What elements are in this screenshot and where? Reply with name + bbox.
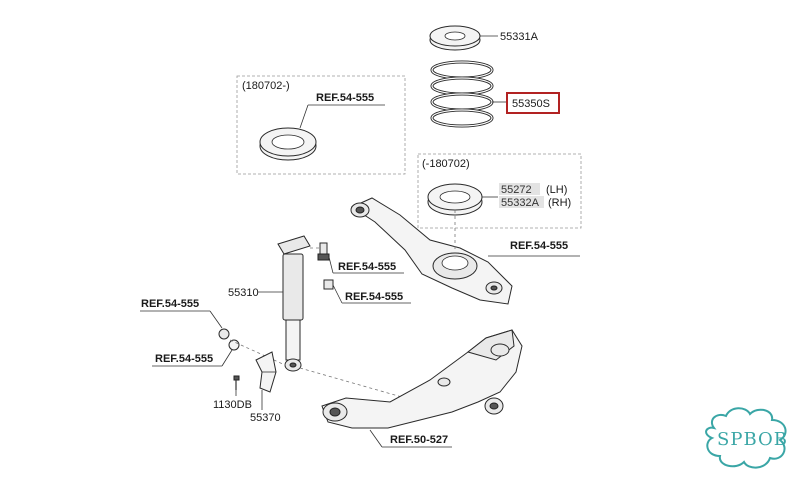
highlight-55332A [499,196,544,208]
leader-line [328,256,334,274]
leader-line [299,104,309,129]
label-period-old: (-180702) [422,158,470,170]
leader-line [221,349,233,367]
label-ref-left-top: REF.54-555 [141,298,199,310]
leader-line [332,284,343,304]
label-lh: (LH) [546,184,567,196]
leader-line [369,429,383,448]
coil-spring [430,60,494,128]
label-55331A: 55331A [500,31,539,43]
label-period-new: (180702-) [242,80,290,92]
assembly-line [229,339,286,366]
variant-box-old [417,153,582,229]
assembly-line [299,367,431,406]
label-ref-box-new: REF.54-555 [316,92,374,104]
label-ref-left-low: REF.54-555 [155,353,213,365]
shock-bolt-upper [317,242,330,261]
bracket [255,351,277,393]
lower-spring-pad-old [427,183,483,216]
highlight-55272 [499,183,540,195]
shock-nut-upper [323,279,334,290]
lower-spring-pad-new [259,127,317,161]
label-1130DB: 1130DB [213,399,252,411]
label-ref-shock-top: REF.54-555 [338,261,396,273]
variant-box-new [236,75,406,175]
label-ref-shock-mid: REF.54-555 [345,291,403,303]
bolt-1130DB [233,375,240,390]
label-ref-arm: REF.54-555 [510,240,568,252]
label-55350S: 55350S [512,98,550,110]
label-ref-knuckle: REF.50-527 [390,434,448,446]
label-rh: (RH) [548,197,571,209]
label-55332A: 55332A [501,197,540,209]
logo-text: SPBOB [717,429,788,450]
trailing-arm [321,329,523,429]
upper-spring-pad [429,25,481,51]
label-55310: 55310 [228,287,259,299]
lower-washer [228,339,240,351]
highlight-box-55350S [506,92,560,114]
label-55272: 55272 [501,184,532,196]
shock-absorber [277,235,311,372]
lower-control-arm [350,197,513,305]
brand-logo: SPBOB [705,407,788,469]
leader-line [209,310,223,329]
lower-bolt [218,328,230,340]
label-55370: 55370 [250,412,281,424]
